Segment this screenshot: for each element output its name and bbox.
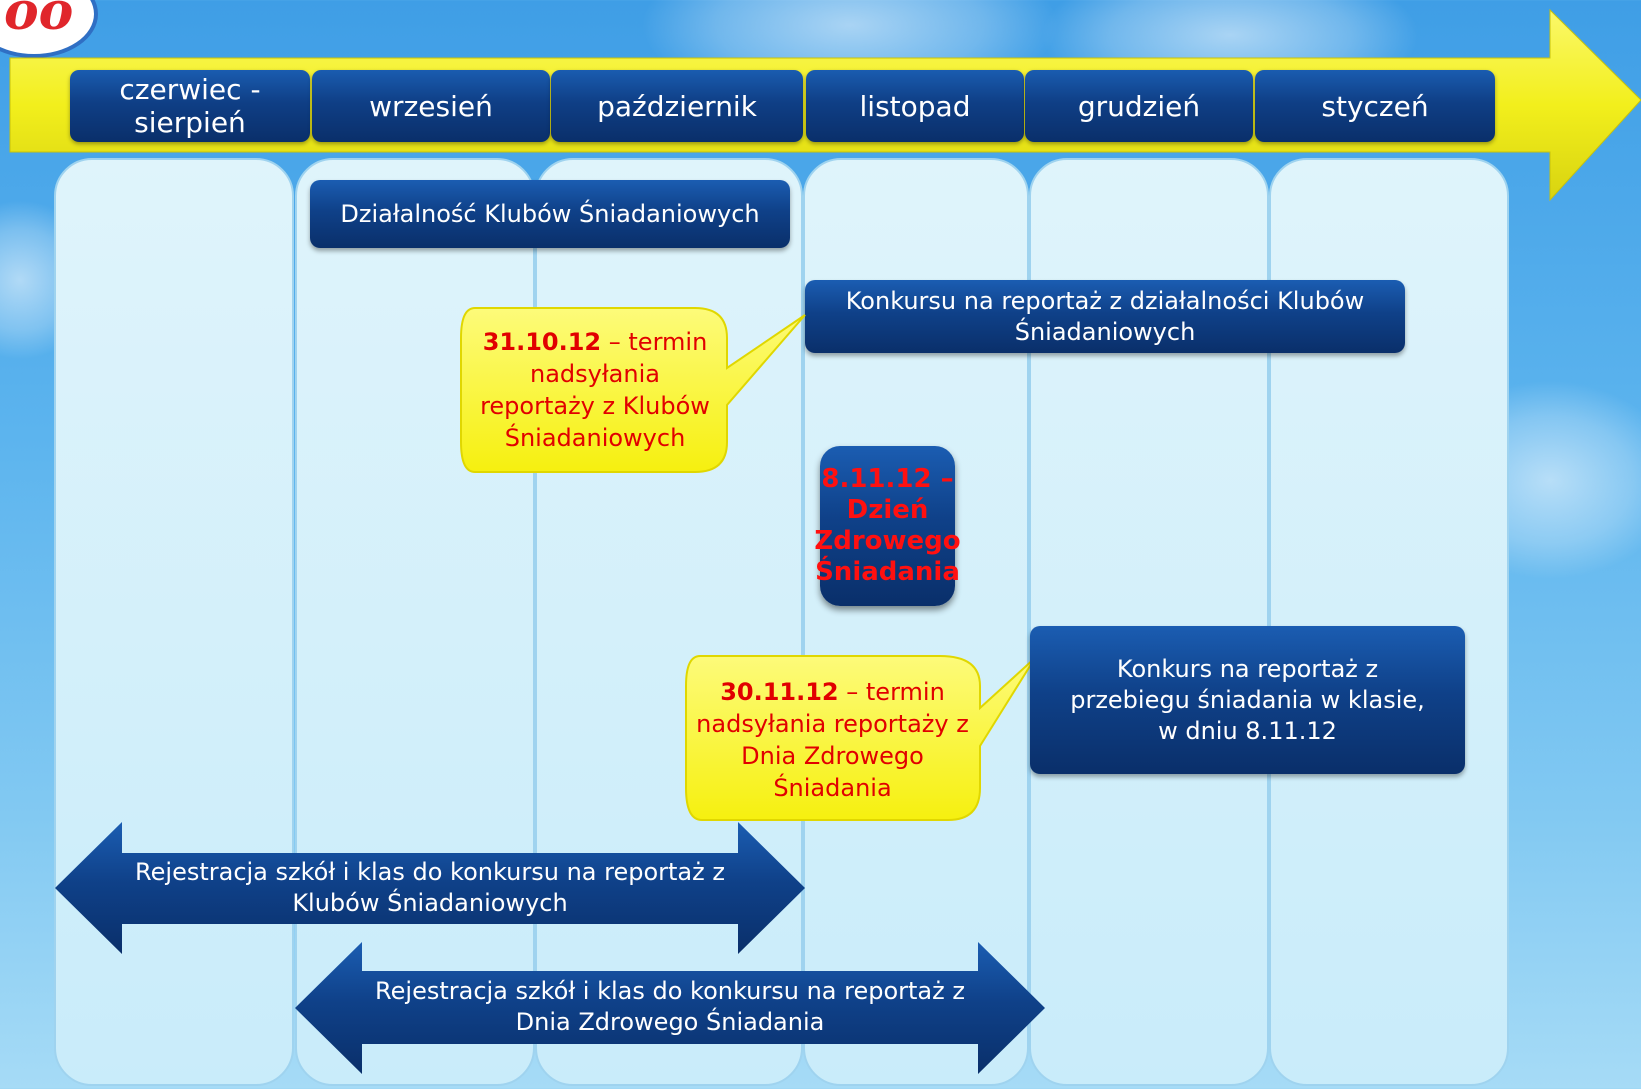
month-label: grudzień bbox=[1025, 70, 1253, 142]
deadline-desc-2: – termin nadsyłania reportaży z Dnia Zdr… bbox=[696, 678, 969, 802]
contest-breakfast-box: Konkurs na reportaż z przebiegu śniadani… bbox=[1030, 626, 1465, 774]
deadline-callout-1 bbox=[460, 307, 806, 473]
activity-box: Działalność Klubów Śniadaniowych bbox=[310, 180, 790, 248]
month-label: wrzesień bbox=[312, 70, 550, 142]
contest-clubs-box: Konkursu na reportaż z działalności Klub… bbox=[805, 280, 1405, 353]
deadline-date-2: 30.11.12 bbox=[720, 678, 839, 706]
registration-clubs-arrow bbox=[55, 822, 805, 954]
deadline-callout-2-text: 30.11.12 – termin nadsyłania reportaży z… bbox=[695, 665, 970, 815]
month-label: listopad bbox=[806, 70, 1024, 142]
deadline-callout-1-text: 31.10.12 – termin nadsyłania reportaży z… bbox=[470, 320, 720, 460]
month-label: styczeń bbox=[1255, 70, 1495, 142]
deadline-date-1: 31.10.12 bbox=[482, 328, 602, 356]
deadline-callout-2 bbox=[685, 655, 1036, 821]
deadline-desc-1: – termin nadsyłania reportaży z Klubów Ś… bbox=[480, 328, 710, 452]
registration-clubs-label: Rejestracja szkół i klas do konkursu na … bbox=[135, 858, 725, 917]
month-column bbox=[54, 158, 294, 1086]
registration-breakfast-arrow bbox=[295, 942, 1045, 1074]
month-label: czerwiec - sierpień bbox=[70, 70, 310, 142]
month-label: październik bbox=[551, 70, 803, 142]
healthy-breakfast-day-box: 8.11.12 – Dzień Zdrowego Śniadania bbox=[814, 446, 961, 606]
registration-breakfast-label: Rejestracja szkół i klas do konkursu na … bbox=[375, 977, 965, 1036]
